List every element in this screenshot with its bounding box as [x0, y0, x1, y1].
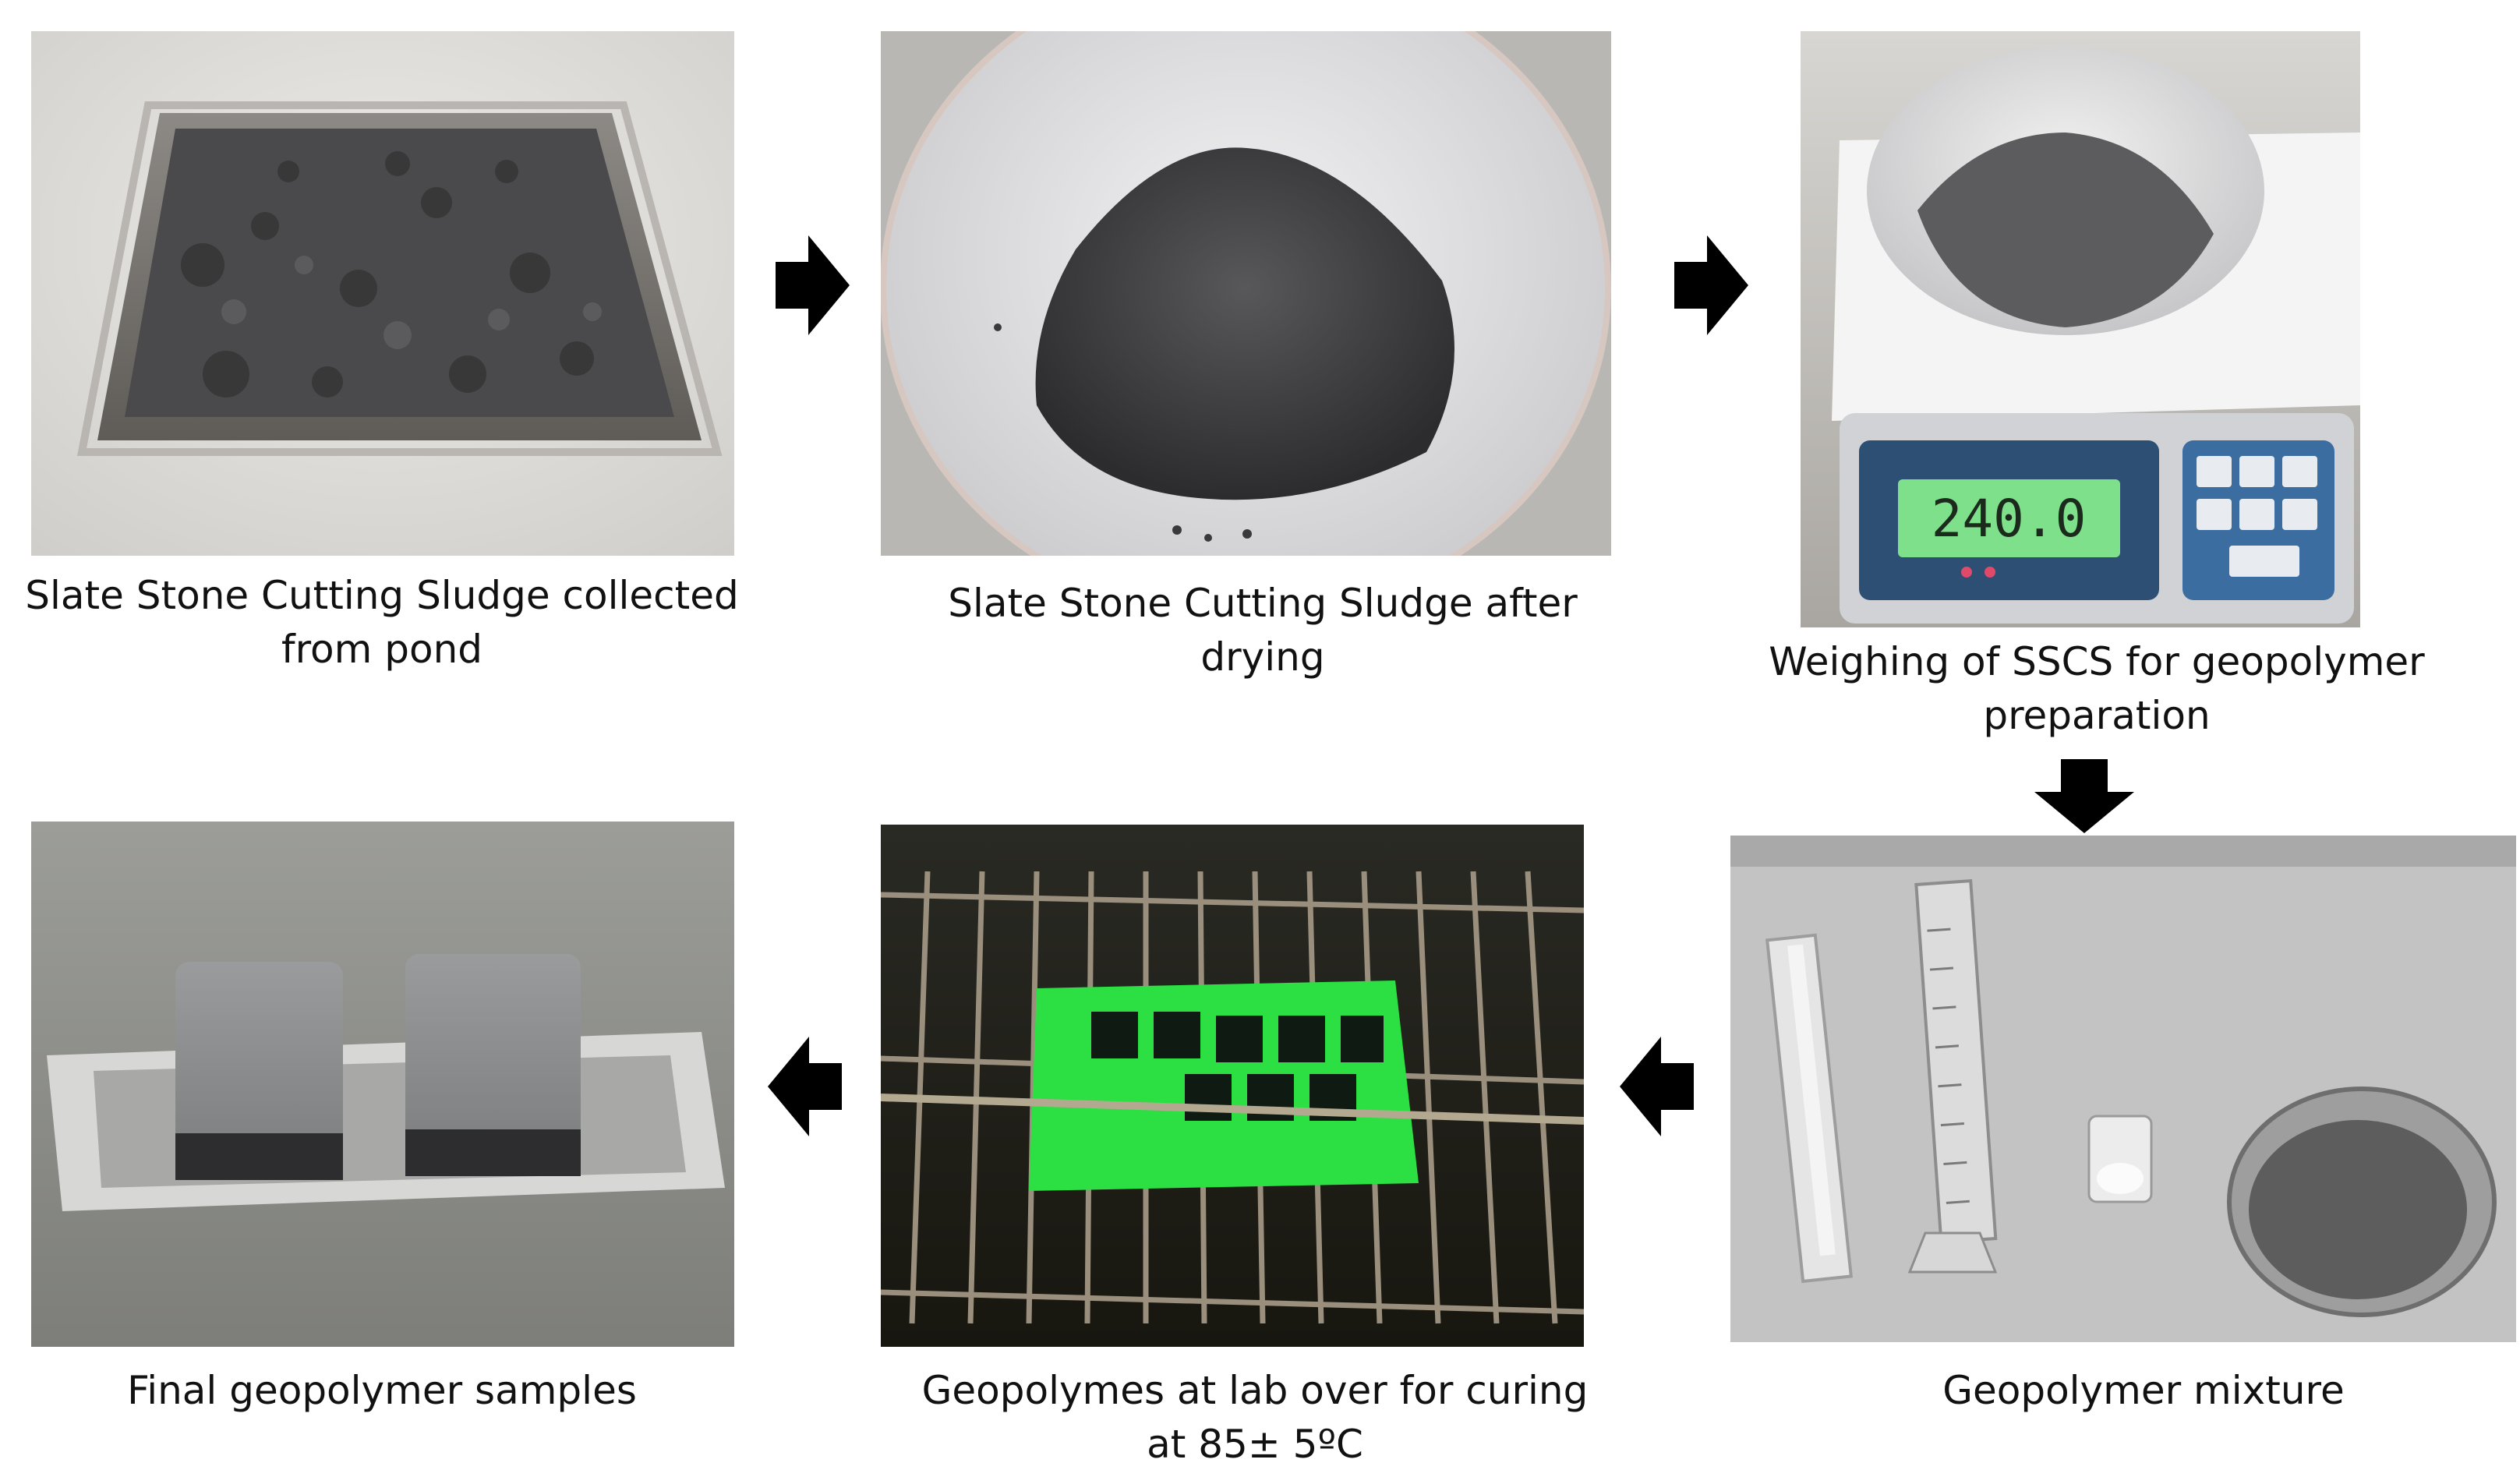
caption-step5: Geopolymes at lab over for curing at 85±…	[857, 1364, 1652, 1472]
caption-line: Slate Stone Cutting Sludge after	[948, 581, 1578, 626]
photo-scale-weighing: 240.0	[1801, 31, 2360, 627]
caption-step4: Geopolymer mixture	[1816, 1364, 2471, 1418]
caption-line: Geopolymes at lab over for curing	[921, 1368, 1589, 1413]
photo-final-samples	[31, 822, 734, 1347]
caption-line: Geopolymer mixture	[1942, 1368, 2345, 1413]
photo-geopolymer-mixture	[1730, 836, 2516, 1342]
photo-sludge-tray	[31, 31, 734, 556]
arrow-left-icon	[1620, 1037, 1694, 1136]
caption-step2: Slate Stone Cutting Sludge after drying	[889, 577, 1637, 684]
arrow-right-icon	[776, 235, 850, 335]
caption-line: Final geopolymer samples	[127, 1368, 637, 1413]
photo-oven-curing	[881, 825, 1584, 1347]
photo-dried-sludge-bowl	[881, 31, 1611, 556]
caption-step3: Weighing of SSCS for geopolymer preparat…	[1746, 635, 2448, 743]
caption-step1: Slate Stone Cutting Sludge collected fro…	[16, 569, 748, 677]
arrow-right-icon	[1674, 235, 1748, 335]
caption-line: Weighing of SSCS for geopolymer	[1769, 639, 2425, 684]
scale-display-text: 240.0	[1932, 489, 2087, 549]
arrow-down-icon	[2034, 759, 2134, 833]
caption-step6: Final geopolymer samples	[16, 1364, 748, 1418]
caption-line: preparation	[1983, 693, 2211, 738]
arrow-left-icon	[768, 1037, 842, 1136]
caption-line: at 85± 5ºC	[1147, 1422, 1363, 1467]
caption-line: Slate Stone Cutting Sludge collected	[25, 573, 739, 618]
caption-line: drying	[1200, 634, 1325, 680]
caption-line: from pond	[281, 627, 482, 672]
